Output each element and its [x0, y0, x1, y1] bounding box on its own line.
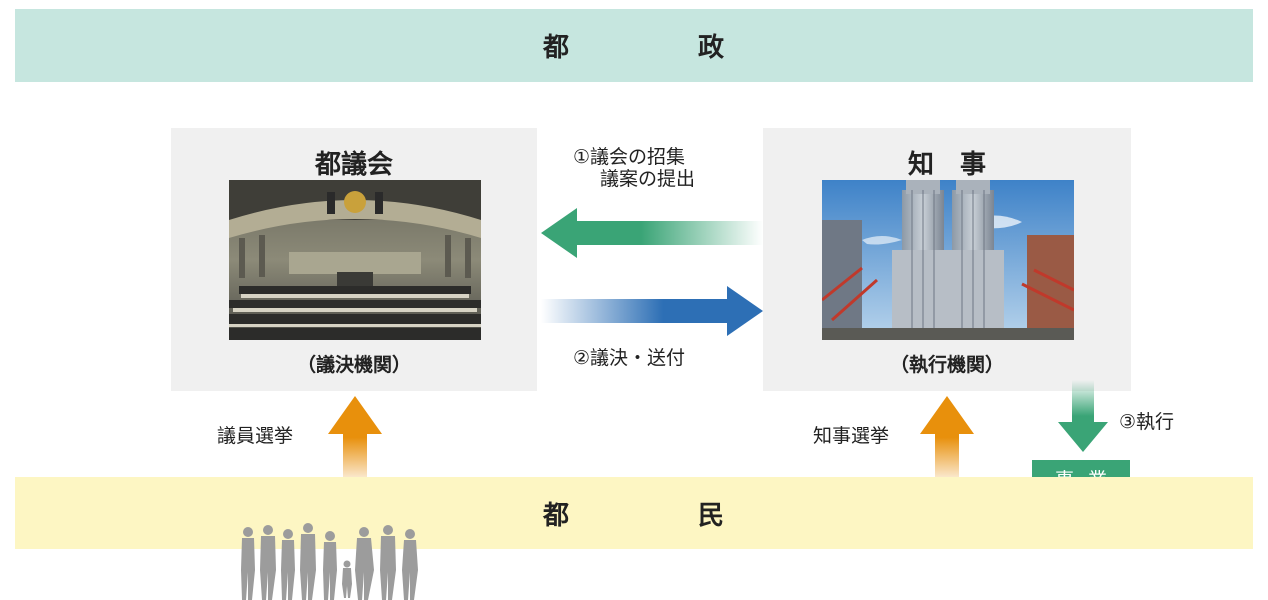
arrow-to-governor [541, 286, 763, 336]
governor-election-label: 知事選挙 [813, 425, 890, 447]
assembly-hall-photo [229, 180, 481, 340]
assembly-election-label: 議員選挙 [217, 425, 294, 447]
assembly-election-arrow [328, 396, 382, 488]
arrow-to-governor-label: ②議決・送付 [573, 347, 686, 369]
governor-caption: （執行機関） [889, 354, 1004, 376]
tosei-char-2: 政 [698, 33, 726, 63]
tomin-char-2: 民 [698, 500, 726, 531]
tomin-char-1: 都 [542, 500, 570, 531]
tokyo-government-building-photo [822, 180, 1074, 340]
governor-panel: 知 事 [763, 128, 1131, 391]
assembly-caption: （議決機関） [296, 354, 411, 376]
assembly-panel: 都議会 [171, 128, 537, 391]
arrow-to-assembly-label-line1: ①議会の招集 [573, 146, 686, 168]
arrow-to-assembly [541, 208, 763, 258]
execution-arrow [1058, 380, 1108, 452]
governor-title: 知 事 [907, 150, 986, 180]
tosei-band: 都 政 [15, 9, 1253, 82]
citizens-silhouette-icon [241, 523, 418, 600]
arrow-to-assembly-label-line2: 議案の提出 [600, 168, 696, 190]
execution-label: ③執行 [1119, 411, 1175, 433]
assembly-title: 都議会 [314, 150, 393, 180]
tosei-char-1: 都 [542, 33, 570, 63]
arrow-to-assembly-label: ①議会の招集 議案の提出 [573, 146, 695, 190]
governor-election-arrow [920, 396, 974, 488]
tomin-band: 都 民 [15, 477, 1253, 549]
